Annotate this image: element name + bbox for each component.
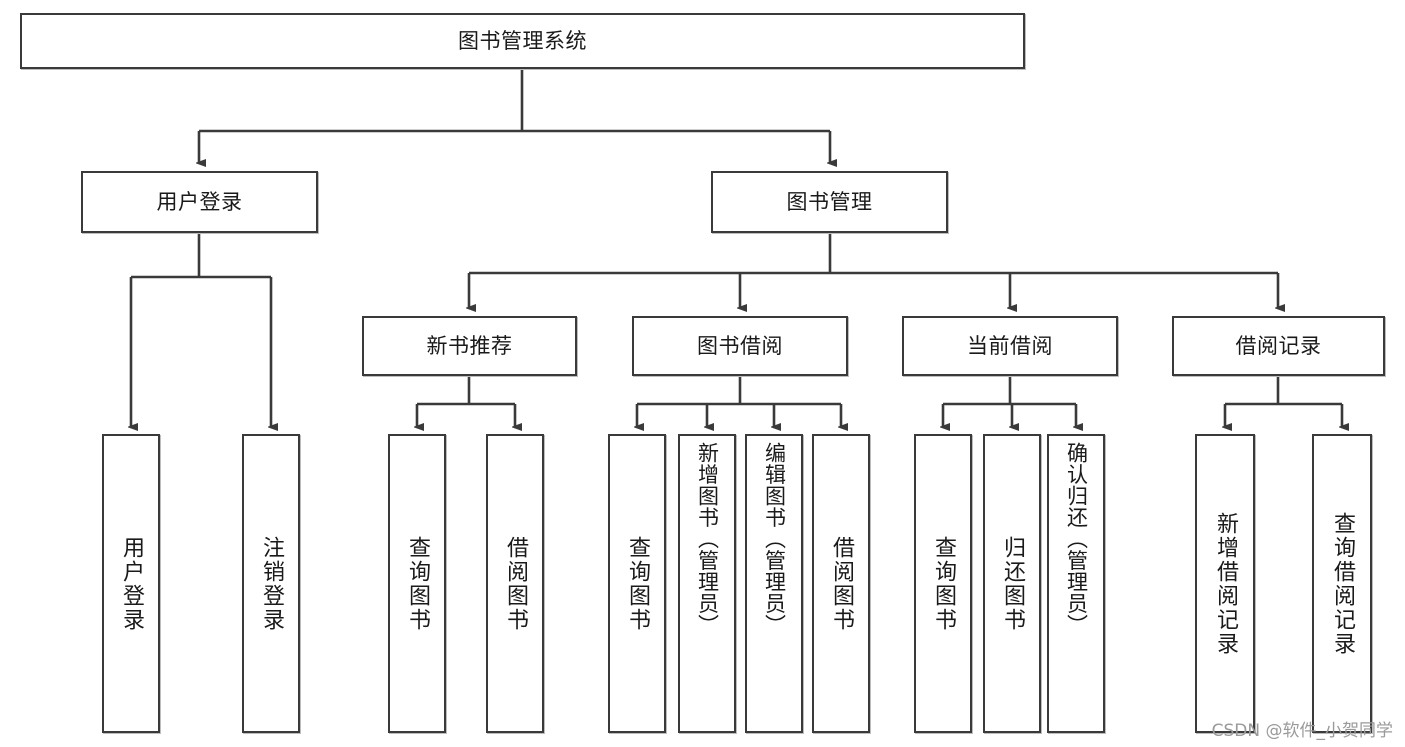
leaf-logout[interactable]: 注销登录 bbox=[242, 434, 300, 733]
leaf-query-book-current[interactable]: 查询图书 bbox=[914, 434, 972, 733]
node-current-borrowing[interactable]: 当前借阅 bbox=[902, 316, 1118, 376]
node-label: 用户登录 bbox=[156, 189, 243, 214]
node-label: 查询图书 bbox=[625, 535, 650, 632]
node-label: 查询借阅记录 bbox=[1330, 511, 1355, 656]
leaf-return-book[interactable]: 归还图书 bbox=[983, 434, 1041, 733]
node-label: 归还图书 bbox=[1000, 535, 1025, 632]
leaf-borrow-book-recommend[interactable]: 借阅图书 bbox=[486, 434, 544, 733]
node-label: 图书借阅 bbox=[697, 333, 783, 358]
node-new-book-recommendation[interactable]: 新书推荐 bbox=[362, 316, 577, 376]
node-label: 查询图书 bbox=[931, 535, 956, 632]
node-label: 借阅记录 bbox=[1235, 333, 1322, 358]
leaf-borrow-book-borrow[interactable]: 借阅图书 bbox=[812, 434, 870, 733]
node-label: 新书推荐 bbox=[426, 333, 513, 358]
leaf-add-book-admin[interactable]: 新增图书（管理员） bbox=[678, 434, 736, 733]
csdn-watermark: CSDN @软件_小贺同学 bbox=[1211, 721, 1393, 741]
node-borrow-records[interactable]: 借阅记录 bbox=[1172, 316, 1385, 376]
node-label: 注销登录 bbox=[259, 535, 284, 632]
leaf-user-login[interactable]: 用户登录 bbox=[102, 434, 160, 733]
leaf-query-book-borrow[interactable]: 查询图书 bbox=[608, 434, 666, 733]
node-label: 确认归还（管理员） bbox=[1064, 442, 1089, 636]
node-label: 用户登录 bbox=[119, 535, 144, 632]
node-user-login[interactable]: 用户登录 bbox=[81, 171, 318, 233]
node-label: 当前借阅 bbox=[967, 333, 1053, 358]
node-label: 编辑图书（管理员） bbox=[762, 442, 787, 636]
node-book-borrowing[interactable]: 图书借阅 bbox=[632, 316, 848, 376]
node-label: 查询图书 bbox=[405, 535, 430, 632]
leaf-confirm-return-admin[interactable]: 确认归还（管理员） bbox=[1047, 434, 1105, 733]
leaf-query-borrow-record[interactable]: 查询借阅记录 bbox=[1312, 434, 1372, 733]
leaf-add-borrow-record[interactable]: 新增借阅记录 bbox=[1195, 434, 1255, 733]
node-label: 新增借阅记录 bbox=[1213, 511, 1238, 656]
leaf-query-book-recommend[interactable]: 查询图书 bbox=[388, 434, 446, 733]
node-root-system[interactable]: 图书管理系统 bbox=[20, 13, 1025, 69]
leaf-edit-book-admin[interactable]: 编辑图书（管理员） bbox=[745, 434, 803, 733]
node-label: 图书管理 bbox=[786, 189, 873, 214]
node-label: 借阅图书 bbox=[829, 535, 854, 632]
node-label: 图书管理系统 bbox=[458, 28, 587, 53]
node-label: 借阅图书 bbox=[503, 535, 528, 632]
node-label: 新增图书（管理员） bbox=[695, 442, 720, 636]
node-book-management[interactable]: 图书管理 bbox=[711, 171, 948, 233]
